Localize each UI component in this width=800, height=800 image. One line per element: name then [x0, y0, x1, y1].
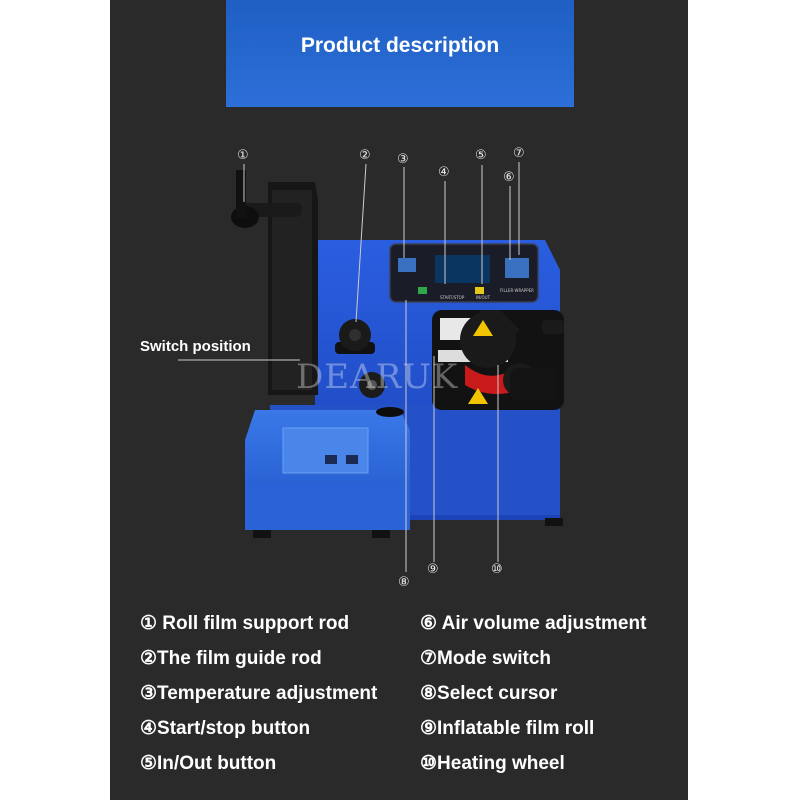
callout-marker-8: ⑧	[398, 575, 410, 590]
machine-illustration: START/STOP IN/OUT FILLER·WRAPPER	[178, 162, 564, 572]
callout-marker-6: ⑥	[503, 170, 515, 185]
legend-item-2: ②The film guide rod	[140, 648, 322, 669]
title-banner: Product description	[226, 0, 574, 107]
callout-marker-5: ⑤	[475, 148, 487, 163]
legend-item-7: ⑦Mode switch	[420, 648, 552, 669]
legend-item-9: ⑨Inflatable film roll	[420, 718, 595, 739]
callout-marker-3: ③	[397, 152, 409, 167]
page-title: Product description	[300, 34, 500, 57]
legend-item-4: ④Start/stop button	[140, 718, 311, 739]
legend-item-1: ① Roll film support rod	[140, 613, 350, 634]
watermark-text: DEARUK	[296, 357, 459, 397]
legend-item-5: ⑤In/Out button	[140, 753, 277, 774]
callout-marker-1: ①	[237, 148, 249, 163]
legend-item-3: ③Temperature adjustment	[140, 683, 378, 704]
mode-label: FILLER·WRAPPER	[500, 288, 534, 293]
callout-marker-9: ⑨	[427, 562, 439, 577]
in-out-label: IN/OUT	[476, 295, 491, 300]
callout-marker-7: ⑦	[513, 146, 525, 161]
callout-marker-4: ④	[438, 165, 450, 180]
legend-item-8: ⑧Select cursor	[420, 683, 558, 704]
legend-item-6: ⑥ Air volume adjustment	[420, 613, 647, 634]
switch-position-label: Switch position	[140, 338, 251, 355]
callout-marker-10: ⑩	[491, 562, 503, 577]
callout-marker-2: ②	[359, 148, 371, 163]
legend-item-10: ⑩Heating wheel	[420, 753, 565, 774]
start-stop-label: START/STOP	[440, 295, 465, 300]
